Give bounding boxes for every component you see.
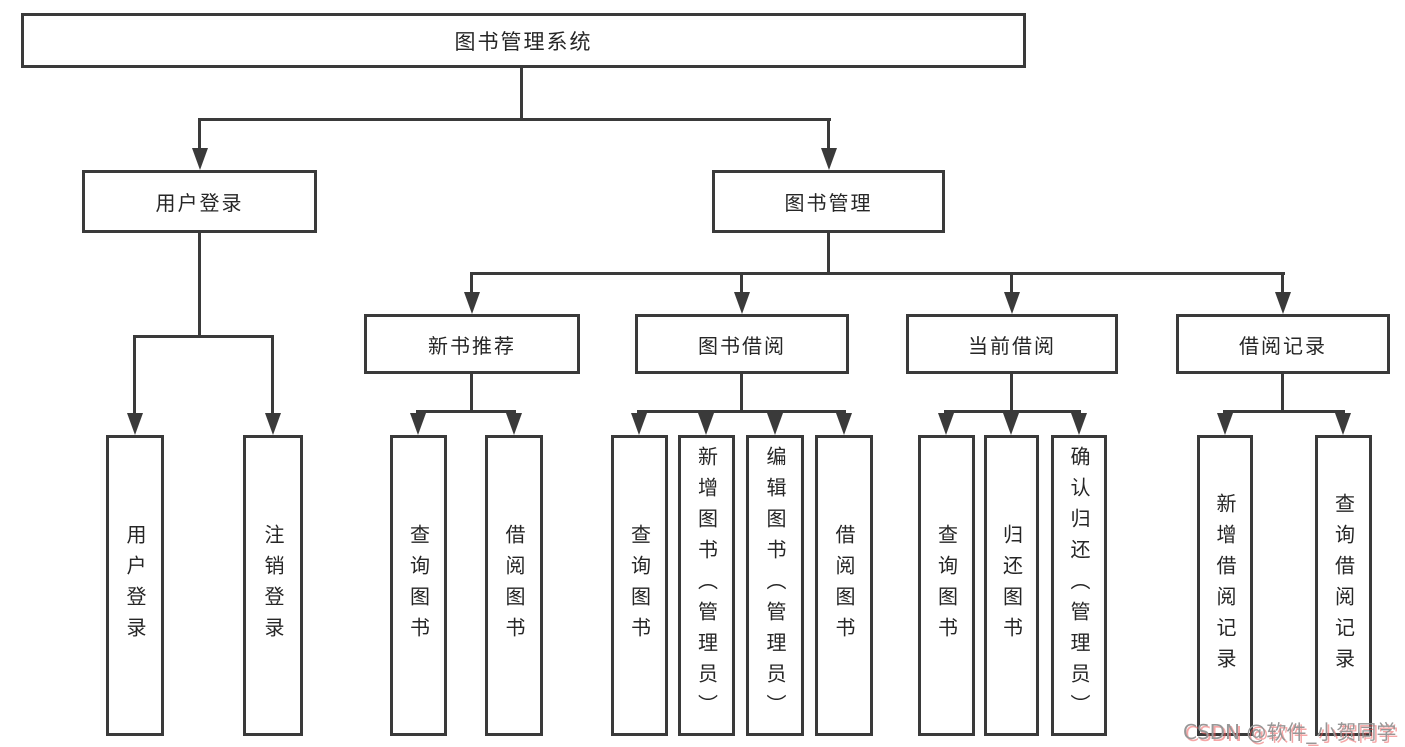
leaf-edit-books-admin-label: 编辑图书（管理员）: [763, 446, 787, 725]
connector-line: [520, 68, 523, 118]
connector-line: [1281, 272, 1284, 294]
leaf-add-books-admin: 新增图书（管理员）: [678, 435, 735, 736]
leaf-confirm-return-admin: 确认归还（管理员）: [1051, 435, 1107, 736]
arrow-down-icon: [192, 148, 208, 170]
leaf-edit-books-admin: 编辑图书（管理员）: [746, 435, 804, 736]
node-user-login: 用户登录: [82, 170, 317, 233]
arrow-down-icon: [464, 292, 480, 314]
node-new-book-recommendation-label: 新书推荐: [428, 333, 516, 358]
node-root-label: 图书管理系统: [454, 29, 593, 54]
arrow-down-icon: [938, 413, 954, 435]
arrow-down-icon: [631, 413, 647, 435]
leaf-borrow-books-label: 借阅图书: [832, 523, 856, 648]
arrow-down-icon: [506, 413, 522, 435]
arrow-down-icon: [1071, 413, 1087, 435]
connector-line: [740, 374, 743, 412]
leaf-query-books-recommend-label: 查询图书: [406, 523, 431, 648]
leaf-query-books-recommend: 查询图书: [390, 435, 447, 736]
csdn-watermark: CSDN @软件_小贺同学: [1183, 720, 1397, 744]
node-user-login-label: 用户登录: [155, 191, 244, 215]
leaf-query-borrow-record-label: 查询借阅记录: [1331, 492, 1356, 679]
connector-line: [470, 272, 473, 294]
connector-line: [470, 272, 1285, 275]
connector-line: [827, 118, 830, 150]
arrow-down-icon: [821, 148, 837, 170]
leaf-add-books-admin-label: 新增图书（管理员）: [694, 446, 719, 725]
arrow-down-icon: [410, 413, 426, 435]
node-current-borrowing-label: 当前借阅: [968, 333, 1056, 358]
connector-line: [133, 335, 136, 415]
connector-line: [416, 410, 516, 413]
arrow-down-icon: [1003, 413, 1019, 435]
connector-line: [1223, 410, 1345, 413]
leaf-borrow-books-recommend-label: 借阅图书: [502, 523, 526, 648]
leaf-add-borrow-record-label: 新增借阅记录: [1213, 492, 1237, 679]
arrow-down-icon: [734, 292, 750, 314]
arrow-down-icon: [767, 413, 783, 435]
arrow-down-icon: [698, 413, 714, 435]
leaf-borrow-books: 借阅图书: [815, 435, 873, 736]
arrow-down-icon: [265, 413, 281, 435]
connector-line: [1281, 374, 1284, 412]
leaf-user-login-label: 用户登录: [123, 523, 147, 648]
node-borrowing-records: 借阅记录: [1176, 314, 1390, 374]
connector-line: [637, 410, 846, 413]
leaf-return-books: 归还图书: [984, 435, 1039, 736]
leaf-borrow-books-recommend: 借阅图书: [485, 435, 543, 736]
connector-line: [198, 233, 201, 335]
leaf-logout: 注销登录: [243, 435, 303, 736]
arrow-down-icon: [1004, 292, 1020, 314]
node-book-borrowing-label: 图书借阅: [698, 333, 786, 358]
node-book-management: 图书管理: [712, 170, 945, 233]
connector-line: [133, 335, 274, 338]
leaf-confirm-return-admin-label: 确认归还（管理员）: [1067, 446, 1091, 725]
leaf-query-borrow-record: 查询借阅记录: [1315, 435, 1372, 736]
connector-line: [1010, 272, 1013, 294]
connector-line: [740, 272, 743, 294]
arrow-down-icon: [1217, 413, 1233, 435]
leaf-logout-label: 注销登录: [261, 523, 285, 648]
connector-line: [827, 233, 830, 275]
leaf-user-login: 用户登录: [106, 435, 164, 736]
leaf-query-books-current-label: 查询图书: [934, 523, 959, 648]
leaf-query-books-borrow: 查询图书: [611, 435, 668, 736]
connector-line: [944, 410, 1081, 413]
leaf-query-books-borrow-label: 查询图书: [627, 523, 652, 648]
leaf-query-books-current: 查询图书: [918, 435, 975, 736]
connector-line: [470, 374, 473, 412]
leaf-add-borrow-record: 新增借阅记录: [1197, 435, 1253, 736]
arrow-down-icon: [1335, 413, 1351, 435]
node-book-management-label: 图书管理: [784, 191, 873, 215]
arrow-down-icon: [836, 413, 852, 435]
node-new-book-recommendation: 新书推荐: [364, 314, 580, 374]
node-book-borrowing: 图书借阅: [635, 314, 849, 374]
connector-line: [271, 335, 274, 415]
connector-line: [198, 118, 831, 121]
node-root: 图书管理系统: [21, 13, 1026, 68]
node-borrowing-records-label: 借阅记录: [1239, 333, 1327, 358]
connector-line: [198, 118, 201, 150]
arrow-down-icon: [1275, 292, 1291, 314]
connector-line: [1010, 374, 1013, 412]
node-current-borrowing: 当前借阅: [906, 314, 1118, 374]
arrow-down-icon: [127, 413, 143, 435]
leaf-return-books-label: 归还图书: [999, 523, 1024, 648]
